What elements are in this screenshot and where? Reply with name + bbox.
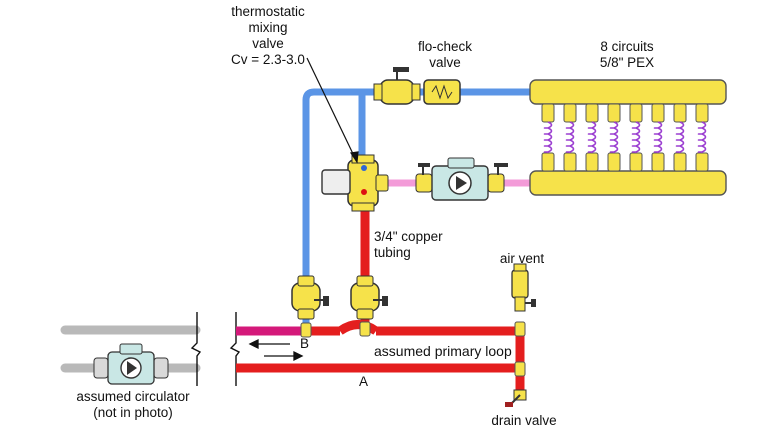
- drain-valve-label: drain valve: [491, 413, 557, 428]
- return-port: [651, 152, 665, 172]
- point-b-label: B: [300, 336, 310, 351]
- supply-port: [695, 103, 709, 123]
- point-a-label: A: [359, 374, 369, 389]
- supply-port: [673, 103, 687, 123]
- supply-port: [541, 103, 555, 123]
- return-port: [695, 152, 709, 172]
- tee-connectors: [300, 321, 526, 377]
- pex-circuits: [541, 103, 709, 172]
- supply-port: [651, 103, 665, 123]
- pex-loop: [697, 121, 707, 153]
- pex-loop: [543, 121, 553, 153]
- mixing-valve: [321, 154, 389, 212]
- return-port: [629, 152, 643, 172]
- flo-check-label: flo-check valve: [417, 39, 473, 70]
- break-lines: [190, 312, 241, 386]
- circulator-label: assumed circulator (not in photo): [76, 389, 190, 420]
- copper-tubing-label: 3/4" copper tubing: [374, 229, 443, 260]
- return-port: [585, 152, 599, 172]
- ball-valve-top: [373, 67, 421, 105]
- pex-loop: [587, 121, 597, 153]
- supply-port: [563, 103, 577, 123]
- assumed-circulator-shape: [93, 343, 169, 385]
- return-port: [541, 152, 555, 172]
- return-port: [607, 152, 621, 172]
- manifolds: [529, 79, 727, 196]
- pex-loop: [565, 121, 575, 153]
- air-vent: [511, 263, 536, 312]
- return-port: [563, 152, 577, 172]
- flow-arrows: [248, 338, 304, 362]
- flo-check-valve-shape: [423, 79, 461, 105]
- drain-valve: [505, 389, 527, 407]
- primary-loop-label: assumed primary loop: [374, 343, 512, 359]
- return-port: [673, 152, 687, 172]
- circuits-label: 8 circuits 5/8" PEX: [599, 39, 655, 70]
- primary-loop-pipes: [236, 320, 525, 390]
- pex-loop: [653, 121, 663, 153]
- ball-valve-right: [350, 275, 388, 320]
- leader-lines: [306, 57, 359, 164]
- air-vent-label: air vent: [499, 251, 545, 266]
- pex-loop: [631, 121, 641, 153]
- pex-loop: [675, 121, 685, 153]
- pex-loop: [609, 121, 619, 153]
- supply-port: [607, 103, 621, 123]
- return-pump: [415, 157, 508, 201]
- supply-port: [629, 103, 643, 123]
- supply-port: [585, 103, 599, 123]
- ball-valve-left: [291, 275, 329, 320]
- mixing-valve-label: thermostatic mixing valve Cv = 2.3-3.0: [231, 4, 305, 67]
